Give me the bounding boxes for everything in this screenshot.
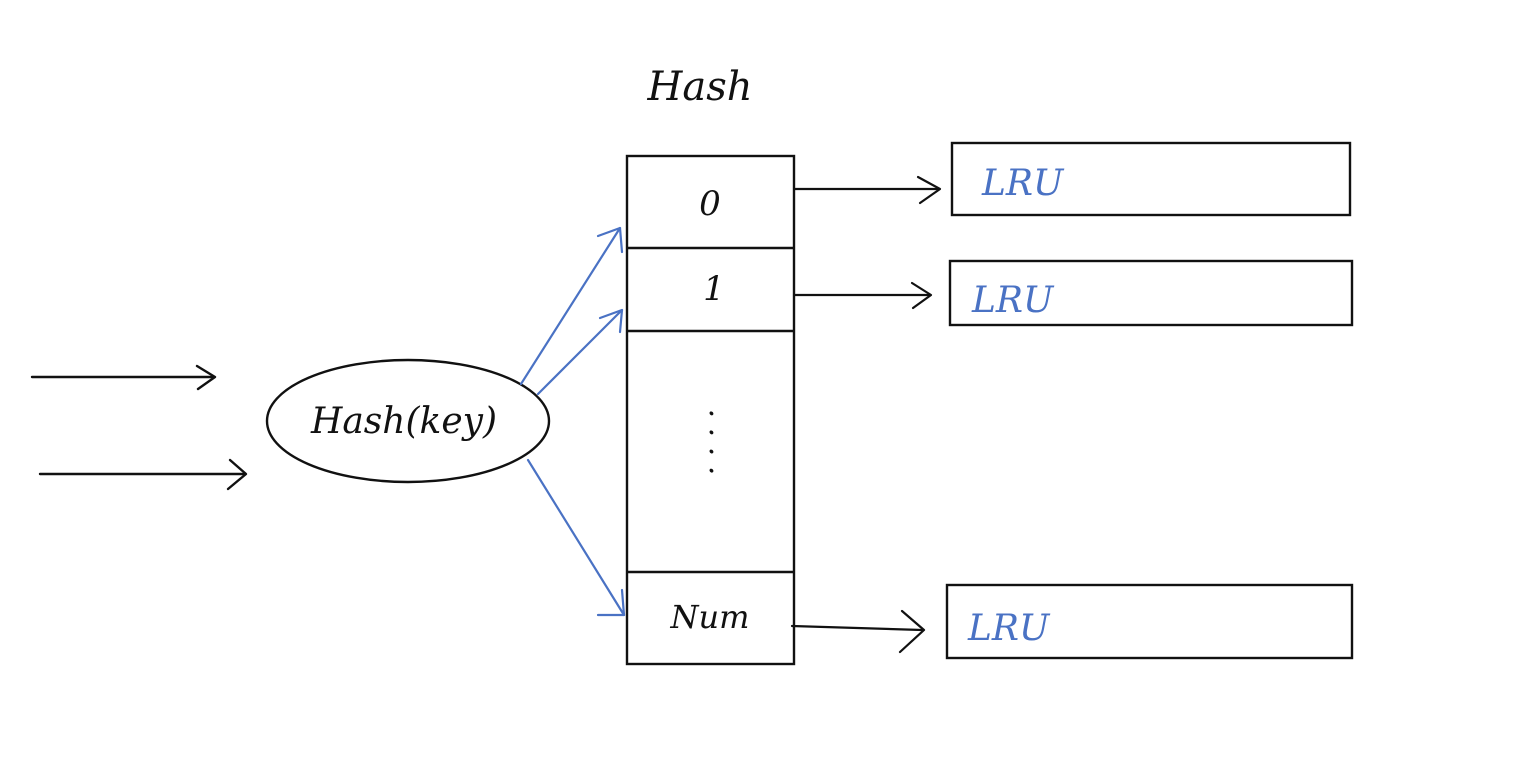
incoming-arrow-1 [30, 364, 217, 391]
hash-table [625, 154, 796, 666]
slot-0-arrow [792, 175, 942, 205]
slot-num-arrow [790, 609, 926, 654]
hash-function-ellipse [265, 358, 551, 484]
hash-table-border [625, 154, 796, 666]
hash-function-label: Hash(key) [310, 401, 497, 442]
lru-box-1: LRU [948, 259, 1354, 327]
hash-function-node: Hash(key) [265, 358, 551, 484]
lru-label-num: LRU [967, 608, 1051, 649]
slot-to-lru-arrows [790, 175, 942, 654]
hash-arrow-slot-num [526, 458, 626, 617]
hash-to-slot-arrows [519, 226, 626, 617]
hash-arrow-slot-0 [519, 226, 624, 386]
slot-label-1: 1 [703, 269, 725, 309]
incoming-arrow-2 [38, 458, 248, 491]
lru-label-1: LRU [971, 280, 1055, 321]
slot-label-0: 0 [699, 184, 721, 224]
slot-ellipsis: . . . . [702, 409, 737, 476]
hash-table-title: Hash [646, 64, 752, 110]
slot-1-arrow [792, 281, 933, 310]
lru-label-0: LRU [981, 163, 1065, 204]
lru-box-num: LRU [945, 583, 1354, 660]
hash-arrow-slot-1 [536, 308, 624, 396]
slot-label-num: Num [670, 598, 750, 636]
lru-box-0: LRU [950, 141, 1352, 217]
